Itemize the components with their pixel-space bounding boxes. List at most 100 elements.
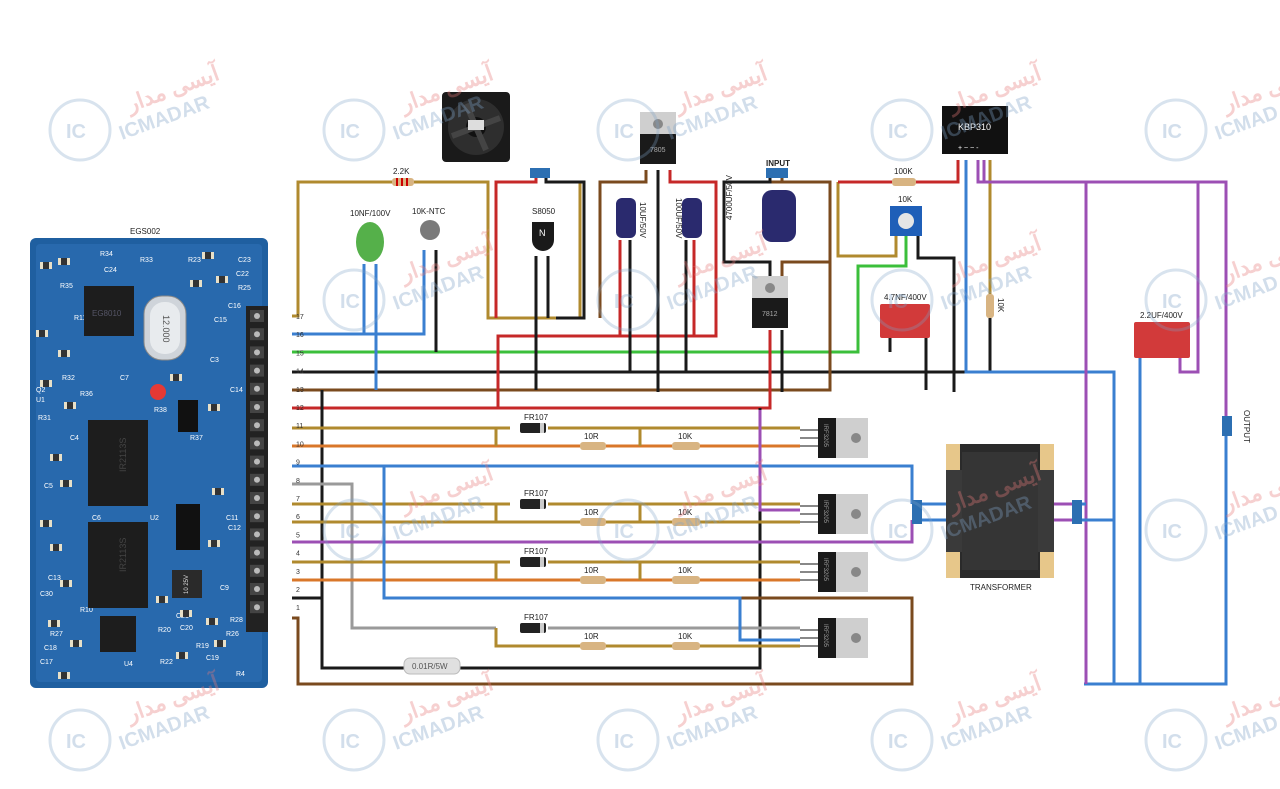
wire-pin12 [292, 330, 772, 410]
smd-body [179, 652, 185, 659]
diode-band [540, 557, 544, 567]
resistor-10k [672, 576, 700, 584]
header-pin-dot [254, 349, 260, 356]
eg8010-chip [84, 286, 134, 336]
watermark-logo [596, 98, 660, 162]
wire-4n7 [888, 336, 928, 390]
diode-fr107 [520, 423, 546, 433]
watermark-logo-text: IC [614, 291, 634, 313]
header-pin-dot [254, 604, 260, 611]
resistor-10k-label: 10K [678, 508, 693, 517]
cap-10-25v [172, 570, 202, 598]
smd-body [53, 544, 59, 551]
silkscreen-label: U1 [36, 397, 45, 404]
watermark-logo [322, 708, 386, 772]
resistor-100k: 100K [892, 167, 916, 186]
silkscreen-label: R20 [158, 627, 171, 634]
watermark-logo [870, 708, 934, 772]
crystal-label: 12.000 [161, 315, 171, 343]
header-pin-dot [254, 313, 260, 319]
silkscreen-label: R23 [188, 257, 201, 264]
header-pin-dot [254, 458, 260, 465]
watermark-logo-text: IC [888, 291, 908, 313]
silkscreen-label: R36 [80, 391, 93, 398]
svg-text:2.2K: 2.2K [393, 167, 410, 176]
wire-pot-out [916, 236, 956, 392]
cap-4n7: 4.7NF/400V [880, 293, 930, 338]
svg-text:2.2UF/400V: 2.2UF/400V [1140, 311, 1183, 320]
svg-text:7805: 7805 [650, 147, 666, 154]
wire-tx-out [1082, 502, 1114, 522]
smd-body [211, 404, 217, 411]
wire-gate3-join [494, 562, 642, 580]
wire-7805-in [598, 170, 648, 318]
watermark-logo-text: IC [614, 521, 634, 543]
wire-pin5 [292, 520, 914, 544]
watermark-logo [322, 98, 386, 162]
watermark-logo [1144, 708, 1208, 772]
led [150, 384, 166, 400]
wire-7805-out [496, 170, 718, 408]
pin-number: 4 [296, 551, 300, 558]
wire-fan-red [494, 178, 538, 318]
wire-pin16 [292, 250, 426, 336]
wire-100k [836, 182, 898, 258]
wire-fan-black [544, 178, 586, 320]
watermark-logo-text: IC [888, 121, 908, 143]
watermark-logo-text: IC [614, 121, 634, 143]
smd-body [63, 480, 69, 487]
ir2113-chip-2 [88, 522, 148, 608]
silkscreen-label: C16 [228, 303, 241, 310]
eg8010-label: EG8010 [92, 309, 122, 318]
pin-number: 14 [296, 369, 304, 376]
wire-10nf [362, 264, 378, 390]
silkscreen-label: R33 [140, 257, 153, 264]
silkscreen-label: C17 [40, 659, 53, 666]
smd-body [215, 488, 221, 495]
wire-pin9 [292, 464, 914, 504]
watermark-logo-text: IC [888, 731, 908, 753]
buzzer [176, 504, 200, 550]
silkscreen-label: C11 [226, 515, 238, 522]
watermark-logo [322, 268, 386, 332]
resistor-10r [580, 518, 606, 526]
header-pin-dot [254, 513, 260, 520]
resistor-10k-label: 10K [678, 432, 693, 441]
smd-body [61, 350, 67, 357]
resistor-10r-label: 10R [584, 566, 599, 575]
regulator-7812: 7812 [752, 276, 788, 328]
mosfet-irf3205 [818, 552, 836, 592]
watermark-logo-text: IC [614, 731, 634, 753]
silkscreen-label: R10 [80, 607, 93, 614]
cap-10uf: 10UF/50V [616, 198, 647, 239]
watermark-logo-text: IC [340, 521, 360, 543]
cooling-fan [442, 92, 550, 178]
header-pin-dot [254, 367, 260, 374]
watermark-logo-text: IC [1162, 521, 1182, 543]
header-pin-dot [254, 567, 260, 574]
diode-label: FR107 [524, 613, 549, 622]
watermark-logo [596, 268, 660, 332]
mosfet-irf3205 [818, 618, 836, 658]
wiring [292, 160, 1228, 686]
silkscreen-label: R26 [226, 631, 239, 638]
pin-number: 2 [296, 587, 300, 594]
output-connector: OUTPUT [1222, 410, 1251, 443]
mosfet-label: IRF3205 [822, 558, 828, 582]
svg-text:N: N [539, 228, 546, 238]
pin-number: 13 [296, 387, 304, 394]
silkscreen-label: R37 [190, 435, 203, 442]
silkscreen-label: R19 [196, 643, 209, 650]
watermark-logo [870, 498, 934, 562]
resistor-10r [580, 442, 606, 450]
svg-text:TRANSFORMER: TRANSFORMER [970, 583, 1032, 592]
silkscreen-label: C19 [206, 655, 219, 662]
resistor-10k-vertical: 10K [986, 294, 1005, 318]
resistor-10r-label: 10R [584, 632, 599, 641]
q-transistor [178, 400, 198, 432]
silkscreen-label: R31 [38, 415, 51, 422]
watermark-logo [1144, 268, 1208, 332]
svg-text:10UF/50V: 10UF/50V [638, 202, 647, 239]
pin-number: 16 [296, 332, 304, 339]
pin-number: 6 [296, 514, 300, 521]
